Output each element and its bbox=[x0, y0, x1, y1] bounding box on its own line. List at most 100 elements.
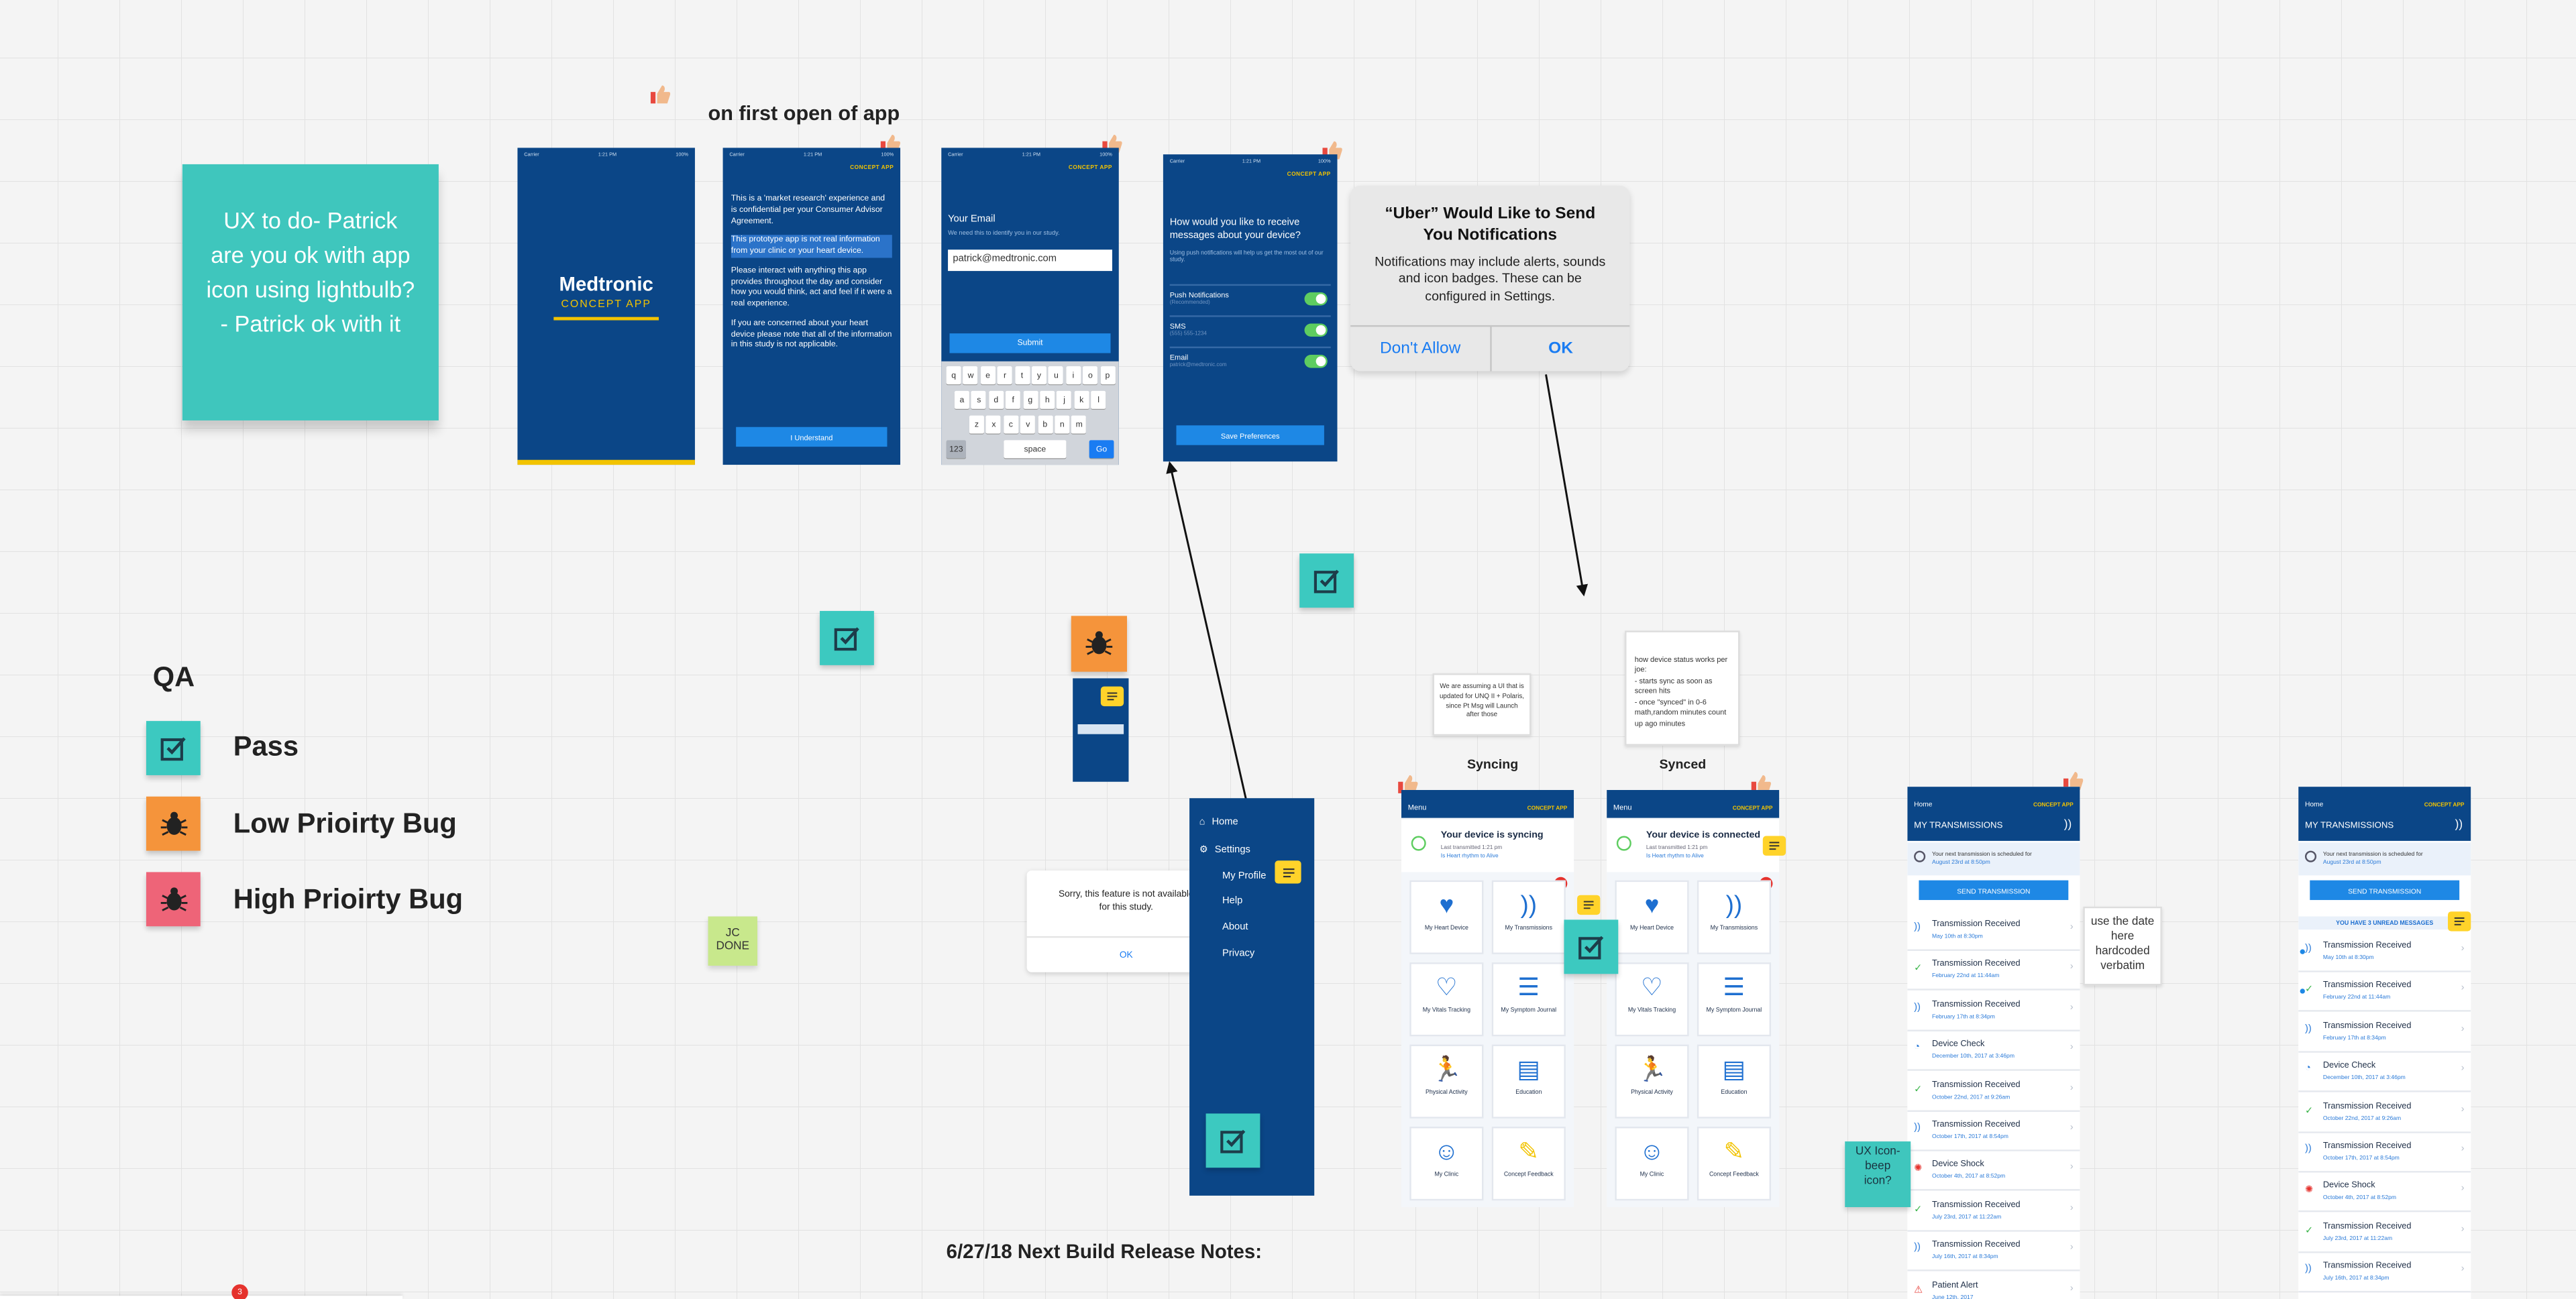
home-tile[interactable]: 🏃Physical Activity bbox=[1615, 1044, 1689, 1119]
home-tile[interactable]: ▤Education bbox=[1697, 1044, 1772, 1119]
comment-icon[interactable] bbox=[1100, 686, 1124, 707]
notification-permission-alert[interactable]: “Uber” Would Like to Send You Notificati… bbox=[1350, 185, 1630, 372]
pass-legend-icon[interactable] bbox=[146, 721, 201, 775]
keyboard-key[interactable]: l bbox=[1091, 390, 1106, 409]
numbers-key[interactable]: 123 bbox=[946, 440, 967, 459]
back-home-link[interactable]: Home bbox=[1914, 799, 1933, 808]
home-tile[interactable]: 🏃Physical Activity bbox=[1409, 1044, 1484, 1119]
device-status-note[interactable]: how device status works per joe: - start… bbox=[1625, 630, 1740, 746]
pref-option-push[interactable]: Push Notifications (Recommended) bbox=[1169, 284, 1331, 314]
home-tile[interactable]: ☺My Clinic bbox=[1409, 1127, 1484, 1201]
uhc-assumption-note[interactable]: We are assuming a UI that is updated for… bbox=[1432, 673, 1532, 736]
menu-button[interactable]: Menu bbox=[1613, 803, 1632, 811]
home-screen-syncing[interactable]: Menu CONCEPT APP Your device is syncing … bbox=[1401, 789, 1574, 1208]
home-tile[interactable]: ☰My Symptom Journal bbox=[1697, 962, 1772, 1037]
home-tile[interactable]: ▤Education bbox=[1491, 1044, 1566, 1119]
pass-marker[interactable] bbox=[1299, 553, 1354, 608]
keyboard-key[interactable]: x bbox=[986, 415, 1002, 434]
sms-toggle[interactable] bbox=[1304, 323, 1328, 337]
home-tile[interactable]: ♡My Vitals Tracking bbox=[1615, 962, 1689, 1037]
thumbs-up-icon[interactable] bbox=[2063, 772, 2084, 791]
home-tile[interactable]: ♥My Heart Device bbox=[1409, 880, 1484, 954]
keyboard-key[interactable]: m bbox=[1071, 415, 1087, 434]
home-tile[interactable]: ))My Transmissions bbox=[1491, 880, 1566, 954]
space-key[interactable]: space bbox=[1004, 440, 1067, 459]
save-preferences-button[interactable]: Save Preferences bbox=[1176, 425, 1324, 445]
thumbs-up-icon[interactable] bbox=[650, 85, 671, 105]
thumbs-up-icon[interactable] bbox=[1398, 775, 1418, 795]
keyboard-key[interactable]: p bbox=[1099, 366, 1115, 385]
high-bug-legend-icon[interactable] bbox=[146, 872, 201, 927]
keyboard-key[interactable]: i bbox=[1065, 366, 1081, 385]
low-bug-legend-icon[interactable] bbox=[146, 796, 201, 851]
keyboard-key[interactable]: w bbox=[963, 366, 979, 385]
home-tile[interactable]: ✎Concept Feedback bbox=[1697, 1127, 1772, 1201]
home-tile[interactable]: ♥My Heart Device bbox=[1615, 880, 1689, 954]
jc-done-sticky[interactable]: JC DONE bbox=[708, 916, 757, 966]
keyboard-key[interactable]: o bbox=[1083, 366, 1098, 385]
send-transmission-button[interactable]: SEND TRANSMISSION bbox=[1919, 880, 2069, 901]
menu-item-about[interactable]: About bbox=[1222, 923, 1248, 934]
home-tile[interactable]: ))My Transmissions bbox=[1697, 880, 1772, 954]
go-key[interactable]: Go bbox=[1089, 440, 1114, 459]
ux-todo-sticky[interactable]: UX to do- Patrick are you ok with app ic… bbox=[182, 164, 439, 420]
back-home-link[interactable]: Home bbox=[2304, 799, 2324, 808]
comment-icon[interactable] bbox=[2448, 911, 2471, 931]
keyboard-key[interactable]: g bbox=[1022, 390, 1038, 409]
not-available-ok-button[interactable]: OK bbox=[1119, 950, 1133, 960]
keyboard-key[interactable]: j bbox=[1057, 390, 1072, 409]
pref-option-email[interactable]: Email patrick@medtronic.com bbox=[1169, 346, 1331, 376]
keyboard-key[interactable]: r bbox=[998, 366, 1013, 385]
pass-marker[interactable] bbox=[1205, 1113, 1260, 1168]
understand-button[interactable]: I Understand bbox=[736, 427, 888, 447]
home-tile[interactable]: ♡My Vitals Tracking bbox=[1409, 962, 1484, 1037]
keyboard-key[interactable]: y bbox=[1031, 366, 1047, 385]
menu-item-settings[interactable]: ⚙Settings bbox=[1199, 845, 1250, 856]
menu-button[interactable]: Menu bbox=[1407, 803, 1427, 811]
keyboard-key[interactable]: a bbox=[954, 390, 969, 409]
menu-item-help[interactable]: Help bbox=[1222, 897, 1243, 907]
keyboard-key[interactable]: h bbox=[1040, 390, 1055, 409]
keyboard-key[interactable]: f bbox=[1006, 390, 1021, 409]
home-screen-synced[interactable]: Menu CONCEPT APP Your device is connecte… bbox=[1607, 789, 1780, 1208]
keyboard-key[interactable]: e bbox=[980, 366, 996, 385]
comment-icon[interactable] bbox=[1275, 860, 1301, 884]
keyboard-key[interactable]: k bbox=[1074, 390, 1089, 409]
low-bug-marker[interactable] bbox=[1071, 616, 1128, 672]
push-toggle[interactable] bbox=[1304, 292, 1328, 306]
dont-allow-button[interactable]: Don't Allow bbox=[1379, 339, 1461, 358]
email-field[interactable]: patrick@medtronic.com bbox=[948, 249, 1112, 272]
home-tile[interactable]: ☰My Symptom Journal bbox=[1491, 962, 1566, 1037]
transmissions-screen-a[interactable]: Home CONCEPT APP MY TRANSMISSIONS )) You… bbox=[1907, 787, 2080, 1299]
keyboard-key[interactable]: t bbox=[1014, 366, 1030, 385]
home-tile[interactable]: ☺My Clinic bbox=[1615, 1127, 1689, 1201]
thumbs-up-icon[interactable] bbox=[1751, 775, 1772, 795]
submit-button[interactable]: Submit bbox=[949, 333, 1111, 353]
email-toggle[interactable] bbox=[1304, 354, 1328, 368]
pref-option-sms[interactable]: SMS (555) 555-1234 bbox=[1169, 315, 1331, 345]
keyboard-key[interactable]: c bbox=[1003, 415, 1018, 434]
alert-ok-button[interactable]: OK bbox=[1548, 339, 1573, 358]
transmissions-screen-b[interactable]: Home CONCEPT APP MY TRANSMISSIONS )) You… bbox=[2298, 787, 2471, 1299]
